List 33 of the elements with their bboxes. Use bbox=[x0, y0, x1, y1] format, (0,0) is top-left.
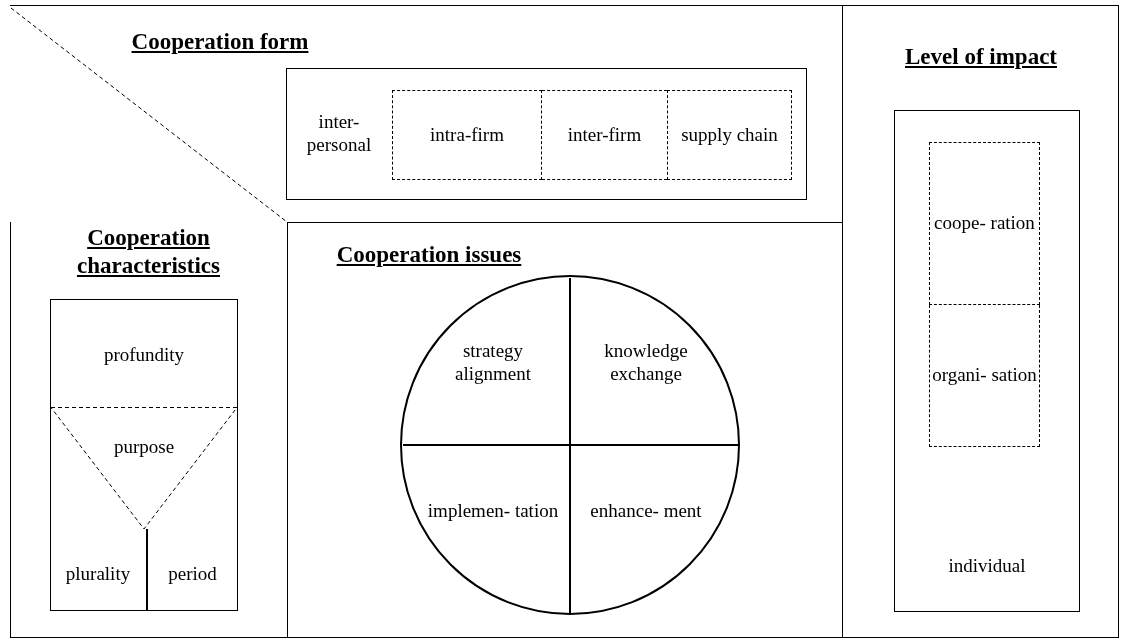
circle-outline bbox=[400, 275, 740, 615]
category-label: enhance- ment bbox=[589, 498, 703, 523]
box bbox=[50, 299, 238, 611]
section-heading: Cooperation issues bbox=[335, 241, 523, 269]
category-label: coope- ration bbox=[933, 211, 1036, 236]
category-label: plurality bbox=[64, 561, 132, 586]
dashed-box bbox=[929, 305, 1040, 447]
section-heading: Cooperation characteristics bbox=[75, 224, 221, 280]
category-label: strategy alignment bbox=[454, 339, 532, 386]
section-heading: Level of impact bbox=[904, 43, 1058, 71]
panel bbox=[843, 5, 1119, 638]
category-label: supply chain bbox=[680, 122, 779, 147]
box bbox=[286, 68, 807, 200]
dashed-box bbox=[667, 90, 792, 180]
category-label: inter-firm bbox=[566, 122, 643, 147]
panel bbox=[10, 5, 843, 222]
section-heading: Cooperation form bbox=[130, 28, 310, 56]
dashed-box bbox=[542, 90, 667, 180]
dashed-box bbox=[392, 90, 542, 180]
category-label: individual bbox=[947, 553, 1027, 578]
category-label: implemen- tation bbox=[426, 498, 560, 523]
category-label: period bbox=[167, 561, 218, 586]
category-label: organi- sation bbox=[931, 363, 1038, 388]
category-label: purpose bbox=[112, 434, 176, 459]
circle-quadrant bbox=[403, 278, 571, 446]
panel bbox=[287, 222, 843, 638]
category-label: knowledge exchange bbox=[603, 339, 689, 386]
category-label: inter- personal bbox=[305, 110, 373, 157]
box bbox=[894, 110, 1080, 612]
panel bbox=[10, 222, 287, 638]
category-label: profundity bbox=[102, 342, 186, 367]
category-label: intra-firm bbox=[429, 122, 505, 147]
dashed-box bbox=[929, 142, 1040, 305]
